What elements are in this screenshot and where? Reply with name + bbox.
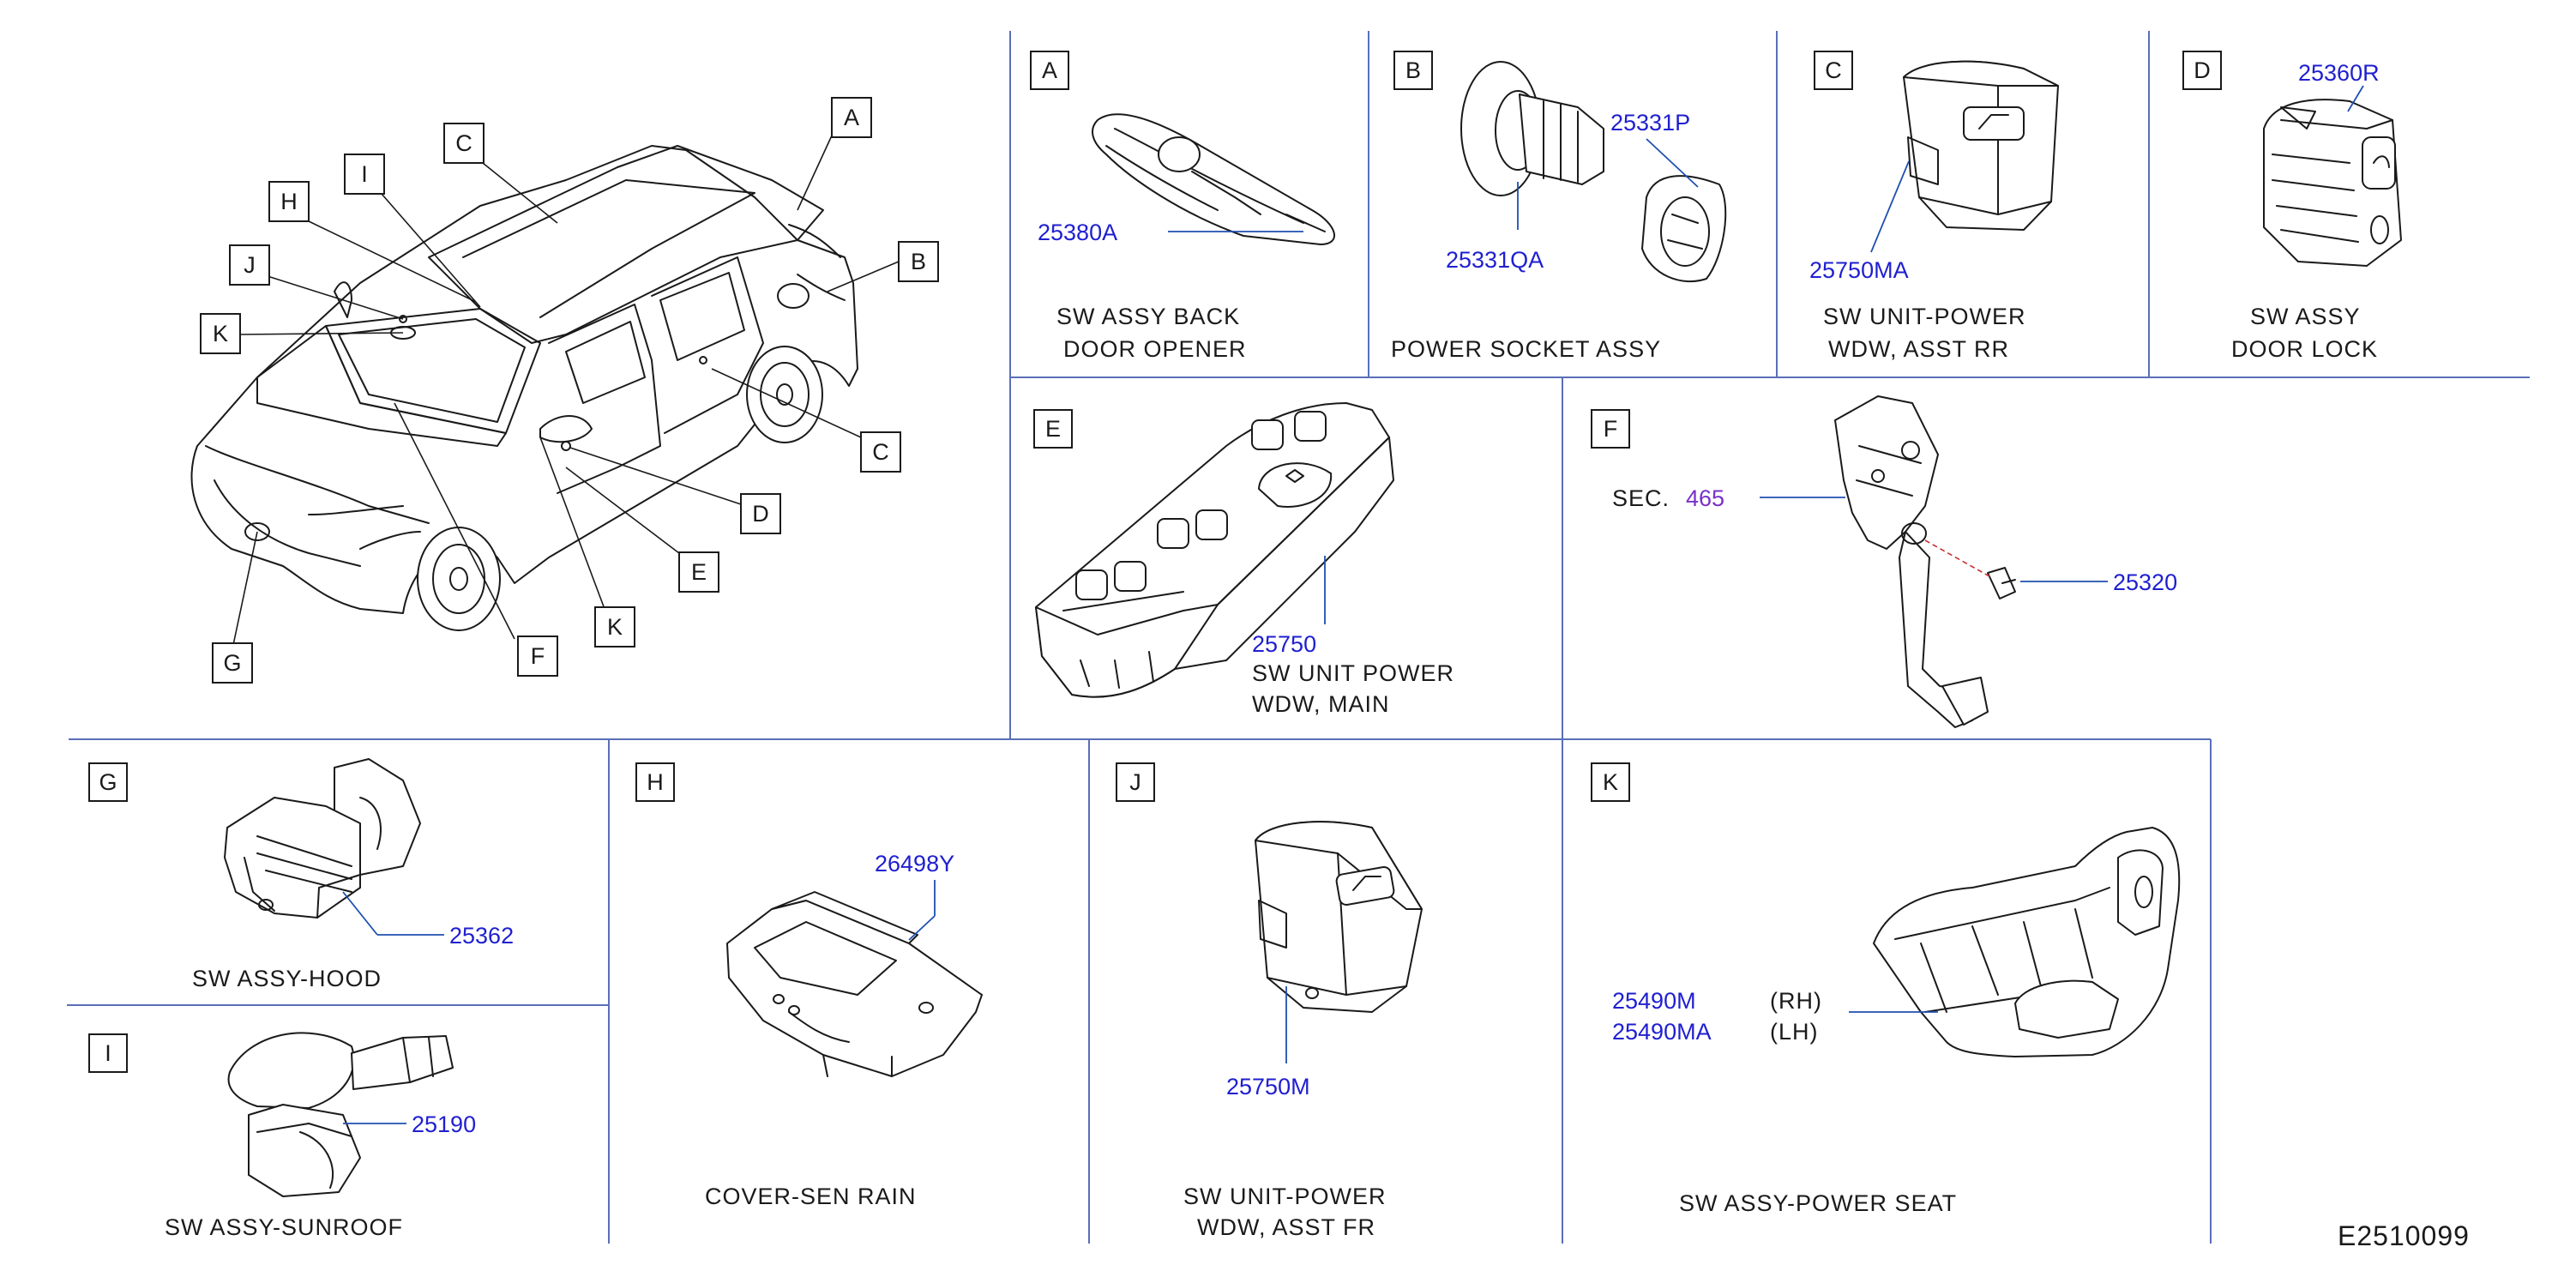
callout-E: E: [678, 551, 719, 593]
panel-letter: B: [1405, 57, 1421, 83]
part-number-lh: 25490MA: [1612, 1019, 1712, 1045]
part-number: 25320: [2113, 569, 2177, 595]
callout-label: B: [911, 249, 926, 274]
panel-K: K 25490M (RH) 25490MA (LH) SW ASSY-POWER…: [1591, 762, 2181, 1216]
back-door-opener-drawing: [1092, 113, 1335, 245]
part-description-line2: WDW, ASST RR: [1828, 336, 2009, 362]
part-description-line1: SW ASSY-HOOD: [192, 966, 382, 991]
callout-G: G: [212, 642, 253, 684]
side-lh: (LH): [1770, 1019, 1819, 1045]
panel-G: G 25362 SW ASSY-HOOD: [88, 758, 514, 991]
callout-H: H: [268, 181, 310, 222]
callout-K-bottom: K: [594, 606, 635, 648]
panel-grid: [67, 31, 2530, 1244]
part-description-line1: SW UNIT-POWER: [1823, 304, 2026, 329]
callout-label: K: [213, 321, 228, 346]
panel-letter: H: [647, 769, 664, 795]
drawing-id: E2510099: [2338, 1220, 2470, 1251]
overview-leaders: [232, 135, 900, 646]
part-description-line2: WDW, MAIN: [1252, 691, 1389, 717]
main-window-switch-drawing: [1035, 402, 1394, 698]
callout-label: C: [872, 439, 889, 465]
part-number: 25190: [412, 1111, 476, 1137]
part-number-socket: 25331QA: [1446, 247, 1544, 273]
part-number: 25750: [1252, 631, 1316, 657]
callout-C-roof: C: [443, 123, 485, 164]
callout-label: D: [752, 501, 769, 527]
door-lock-switch-drawing: [2263, 99, 2402, 267]
part-number-cover: 25331P: [1610, 110, 1690, 136]
callout-C-door: C: [860, 431, 901, 473]
part-description-line1: SW ASSY: [2250, 304, 2361, 329]
power-seat-switch-drawing: [1873, 827, 2181, 1057]
window-switch-fr-drawing: [1255, 821, 1423, 1013]
part-number: 26498Y: [875, 851, 954, 876]
callout-label: C: [455, 130, 472, 156]
part-description-line2: DOOR LOCK: [2231, 336, 2378, 362]
side-rh: (RH): [1770, 988, 1822, 1014]
part-number-rh: 25490M: [1612, 988, 1696, 1014]
panel-D: D 25360R SW ASSY DOOR LOCK: [2182, 51, 2402, 362]
panel-C: C 25750MA SW UNIT-POWER WDW, ASST RR: [1809, 51, 2059, 362]
callout-label: K: [607, 614, 623, 640]
panel-A: A 25380A SW ASSY BACK DOOR OPENER: [1030, 51, 1335, 362]
part-number: 25380A: [1038, 220, 1117, 245]
panel-letter: A: [1042, 57, 1057, 83]
panel-letter: F: [1604, 416, 1618, 442]
section-ref-label: SEC.: [1612, 485, 1670, 511]
part-number: 25750MA: [1809, 257, 1909, 283]
sunroof-switch-drawing: [227, 1032, 454, 1197]
callout-label: J: [244, 252, 256, 278]
part-description-line2: WDW, ASST FR: [1197, 1214, 1375, 1240]
part-description-line1: POWER SOCKET ASSY: [1391, 336, 1661, 362]
part-description-line1: SW ASSY-POWER SEAT: [1679, 1190, 1957, 1216]
callout-I: I: [344, 154, 385, 195]
part-number: 25360R: [2298, 60, 2380, 86]
callout-label: F: [531, 643, 545, 669]
vehicle-illustration: [190, 145, 858, 631]
hood-switch-drawing: [224, 758, 421, 919]
callout-D: D: [740, 493, 781, 534]
part-description-line1: SW UNIT POWER: [1252, 660, 1454, 686]
rain-sensor-cover-drawing: [726, 891, 983, 1077]
callout-J: J: [229, 244, 270, 286]
callout-F: F: [517, 635, 558, 677]
panel-letter: K: [1603, 769, 1618, 795]
vehicle-overview: A B C C D E F G H I J K K: [190, 97, 939, 684]
callout-B: B: [898, 241, 939, 282]
pedal-bracket-drawing: [1834, 395, 2016, 728]
panel-letter: J: [1129, 769, 1141, 795]
panel-H: H 26498Y COVER-SEN RAIN: [635, 762, 983, 1209]
panel-letter: C: [1825, 57, 1842, 83]
section-ref-number: 465: [1686, 485, 1724, 511]
callout-label: G: [223, 650, 241, 676]
panel-letter: E: [1045, 416, 1061, 442]
power-socket-drawing: [1460, 61, 1727, 283]
callout-label: A: [844, 105, 859, 130]
panel-E: E 25750 SW UNIT POWER WDW, MAIN: [1033, 402, 1454, 717]
part-number: 25362: [449, 923, 514, 949]
part-description-line1: SW ASSY-SUNROOF: [165, 1214, 403, 1240]
callout-label: I: [361, 161, 368, 187]
panel-F: F 25320 SEC. 465: [1591, 395, 2177, 728]
callout-label: E: [691, 559, 707, 585]
callout-label: H: [280, 189, 298, 214]
part-description-line1: SW ASSY BACK: [1056, 304, 1240, 329]
panel-letter: G: [99, 769, 117, 795]
panel-I: I 25190 SW ASSY-SUNROOF: [88, 1032, 476, 1240]
part-description-line2: DOOR OPENER: [1063, 336, 1247, 362]
part-number: 25750M: [1226, 1074, 1310, 1099]
panel-J: J 25750M SW UNIT-POWER WDW, ASST FR: [1116, 762, 1423, 1240]
panel-letter: I: [105, 1040, 111, 1066]
window-switch-rr-drawing: [1903, 60, 2059, 231]
part-description-line1: SW UNIT-POWER: [1183, 1184, 1387, 1209]
callout-K-left: K: [200, 313, 241, 354]
callout-A: A: [831, 97, 872, 138]
panel-letter: D: [2194, 57, 2211, 83]
panel-B: B 25331P 25331QA POWER SOCKET ASSY: [1391, 51, 1727, 362]
part-description-line1: COVER-SEN RAIN: [705, 1184, 917, 1209]
